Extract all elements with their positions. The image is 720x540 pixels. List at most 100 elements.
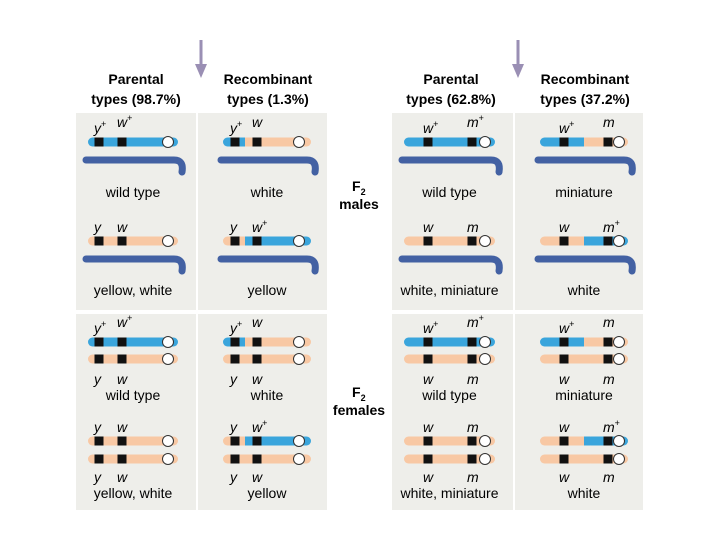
males-right-parental-bottom-genes-gene-2: m bbox=[467, 219, 479, 235]
females-left-parental-top-lower-genes-gene-2: w bbox=[117, 371, 128, 387]
males-right-parental-bottom-x-chromosome-locus-1 bbox=[424, 237, 433, 246]
females-left-parental-bottom-phenotype: yellow, white bbox=[94, 485, 173, 501]
males-right-recombinant-top-genes-gene-2: m bbox=[603, 114, 615, 130]
females-right-parental-top-x2-chromosome-centromere bbox=[480, 354, 491, 365]
females-right-recombinant-top-x2-chromosome-centromere bbox=[614, 354, 625, 365]
females-left-recombinant-bottom-genes-sup-2: + bbox=[262, 418, 267, 428]
females-right-parental-bottom-x-chromosome-locus-2 bbox=[468, 437, 477, 446]
females-left-parental-top-x-chromosome-locus-1 bbox=[95, 338, 104, 347]
females-right-parental-bottom-genes-gene-2: m bbox=[467, 419, 479, 435]
females-left-recombinant-top-genes-sup-1: + bbox=[237, 319, 242, 329]
females-left-recombinant-bottom-x2-chromosome-centromere bbox=[294, 454, 305, 465]
females-right-recombinant-bottom-x-chromosome-locus-2 bbox=[604, 437, 613, 446]
females-right-recombinant-bottom-lower-genes-gene-1: w bbox=[559, 469, 570, 485]
males-left-recombinant-bottom-phenotype: yellow bbox=[248, 282, 288, 298]
females-right-parental-bottom-lower-genes-gene-1: w bbox=[423, 469, 434, 485]
females-left-recombinant-top-x-chromosome-joint bbox=[245, 338, 251, 347]
females-right-recombinant-bottom-x2-chromosome-joint bbox=[584, 455, 590, 464]
females-right-recombinant-bottom-x2-chromosome-locus-1 bbox=[560, 455, 569, 464]
males-right-recombinant-top-x-chromosome-joint bbox=[584, 138, 590, 147]
females-left-parental-top-x2-chromosome-locus-1 bbox=[95, 355, 104, 364]
females-right-recombinant-bottom-genes-gene-2: m bbox=[603, 419, 615, 435]
males-left-recombinant-top-x-chromosome-locus-1 bbox=[231, 138, 240, 147]
females-right-recombinant-top-x2-chromosome-locus-2 bbox=[604, 355, 613, 364]
females-left-recombinant-top-genes-gene-2: w bbox=[252, 314, 263, 330]
females-right-recombinant-bottom-x-chromosome-centromere bbox=[614, 436, 625, 447]
males-right-parental-top-phenotype: wild type bbox=[421, 184, 477, 200]
females-left-recombinant-top-lower-genes-gene-2: w bbox=[252, 371, 263, 387]
females-right-parental-top-genes-sup-1: + bbox=[433, 319, 438, 329]
males-left-recombinant-top-x-chromosome-locus-2 bbox=[253, 138, 262, 147]
males-right-parental-top-x-chromosome-locus-1 bbox=[424, 138, 433, 147]
males-left-parental-top-genes-sup-1: + bbox=[101, 119, 106, 129]
females-right-recombinant-top-genes-gene-2: m bbox=[603, 314, 615, 330]
males-left-recombinant-bottom-genes-gene-1: y bbox=[229, 219, 238, 235]
males-left-recombinant-bottom-x-chromosome-joint bbox=[245, 237, 251, 246]
females-right-parental-bottom-x2-chromosome-locus-1 bbox=[424, 455, 433, 464]
females-right-recombinant-bottom-x2-chromosome-centromere bbox=[614, 454, 625, 465]
males-left-recombinant-top-genes-sup-1: + bbox=[237, 119, 242, 129]
females-left-recombinant-bottom-x2-chromosome-joint bbox=[245, 455, 251, 464]
f2-males-word: males bbox=[339, 196, 379, 212]
males-right-parental-bottom-x-chromosome-locus-2 bbox=[468, 237, 477, 246]
males-right-recombinant-bottom-x-chromosome-centromere bbox=[614, 236, 625, 247]
females-right-parental-top-x-chromosome-locus-2 bbox=[468, 338, 477, 347]
females-right-parental-bottom-x2-chromosome-centromere bbox=[480, 454, 491, 465]
males-right-parental-top-genes-gene-2: m bbox=[467, 114, 479, 130]
males-left-recombinant-bottom-x-chromosome-locus-2 bbox=[253, 237, 262, 246]
females-right-recombinant-bottom-genes-gene-1: w bbox=[559, 419, 570, 435]
females-right-parental-top-lower-genes-gene-1: w bbox=[423, 371, 434, 387]
males-left-parental-bottom-x-chromosome-centromere bbox=[163, 236, 174, 247]
header-right-recombinant-line1: Recombinant bbox=[541, 71, 630, 87]
females-right-recombinant-top-x2-chromosome-joint bbox=[584, 355, 590, 364]
males-left-parental-top-x-chromosome-locus-1 bbox=[95, 138, 104, 147]
females-right-parental-top-x2-chromosome-locus-2 bbox=[468, 355, 477, 364]
females-right-recombinant-top-x-chromosome-locus-1 bbox=[560, 338, 569, 347]
males-right-recombinant-bottom-x-chromosome-locus-1 bbox=[560, 237, 569, 246]
females-right-parental-top-lower-genes-gene-2: m bbox=[467, 371, 479, 387]
females-left-recombinant-top-x2-chromosome-locus-2 bbox=[253, 355, 262, 364]
females-left-parental-bottom-genes-gene-2: w bbox=[117, 419, 128, 435]
males-right-recombinant-top-x-chromosome-locus-1 bbox=[560, 138, 569, 147]
females-left-parental-top-x-chromosome-locus-2 bbox=[118, 338, 127, 347]
females-right-parental-bottom-x-chromosome-centromere bbox=[480, 436, 491, 447]
males-right-recombinant-top-genes-sup-1: + bbox=[569, 119, 574, 129]
males-right-recombinant-bottom-phenotype: white bbox=[567, 282, 601, 298]
females-right-recombinant-top-lower-genes-gene-1: w bbox=[559, 371, 570, 387]
females-right-parental-top-phenotype: wild type bbox=[421, 387, 477, 403]
females-right-parental-bottom-x2-chromosome-locus-2 bbox=[468, 455, 477, 464]
f2-females-word: females bbox=[333, 402, 385, 418]
females-right-recombinant-bottom-lower-genes-gene-2: m bbox=[603, 469, 615, 485]
females-right-recombinant-bottom-x-chromosome-joint bbox=[584, 437, 590, 446]
males-left-parental-bottom-genes-gene-2: w bbox=[117, 219, 128, 235]
females-left-parental-bottom-x-chromosome-locus-1 bbox=[95, 437, 104, 446]
f2-males-label: F2 males bbox=[339, 178, 379, 212]
left-down-arrow bbox=[195, 40, 207, 78]
females-left-recombinant-bottom-lower-genes-gene-2: w bbox=[252, 469, 263, 485]
males-right-recombinant-top-x-chromosome-locus-2 bbox=[604, 138, 613, 147]
females-left-parental-bottom-x2-chromosome-locus-2 bbox=[118, 455, 127, 464]
females-right-recombinant-top-x-chromosome-centromere bbox=[614, 337, 625, 348]
females-left-recombinant-top-x-chromosome-locus-1 bbox=[231, 338, 240, 347]
males-left-parental-top-genes-sup-2: + bbox=[127, 113, 132, 123]
females-left-parental-top-genes-sup-1: + bbox=[101, 319, 106, 329]
males-left-parental-top-phenotype: wild type bbox=[105, 184, 161, 200]
females-right-recombinant-top-lower-genes-gene-2: m bbox=[603, 371, 615, 387]
females-right-recombinant-bottom-genes-sup-2: + bbox=[615, 418, 620, 428]
females-left-recombinant-bottom-x2-chromosome-locus-2 bbox=[253, 455, 262, 464]
females-left-parental-bottom-genes-gene-1: y bbox=[93, 419, 102, 435]
females-right-recombinant-top-genes-sup-1: + bbox=[569, 319, 574, 329]
females-left-recombinant-top-lower-genes-gene-1: y bbox=[229, 371, 238, 387]
females-left-parental-bottom-x2-chromosome-centromere bbox=[163, 454, 174, 465]
females-right-recombinant-top-x-chromosome-joint bbox=[584, 338, 590, 347]
males-left-recombinant-bottom-x-chromosome-locus-1 bbox=[231, 237, 240, 246]
females-right-parental-bottom-lower-genes-gene-2: m bbox=[467, 469, 479, 485]
females-left-parental-top-x2-chromosome-centromere bbox=[163, 354, 174, 365]
males-right-parental-bottom-genes-gene-1: w bbox=[423, 219, 434, 235]
females-right-recombinant-bottom-x2-chromosome-locus-2 bbox=[604, 455, 613, 464]
males-right-recombinant-top-phenotype: miniature bbox=[555, 184, 613, 200]
females-left-parental-top-genes-sup-2: + bbox=[127, 313, 132, 323]
males-right-recombinant-bottom-x-chromosome-joint bbox=[584, 237, 590, 246]
males-left-recombinant-bottom-x-chromosome-centromere bbox=[294, 236, 305, 247]
